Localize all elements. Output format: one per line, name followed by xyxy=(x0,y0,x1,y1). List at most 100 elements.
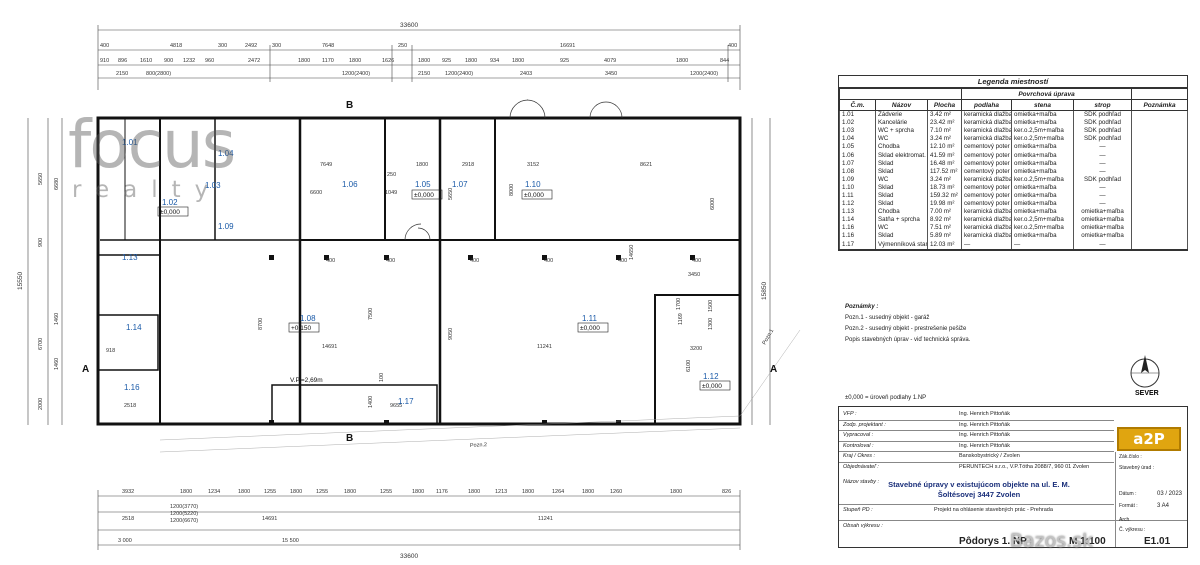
level-vp: V.P.=2,69m xyxy=(290,377,323,384)
top-dim-row3: 2150 800(2800) 1200(2400) 2150 1200(2400… xyxy=(116,71,718,77)
legend-cell: Chodba xyxy=(875,143,928,152)
note-poz2: Pozn.2 xyxy=(470,442,487,449)
level-1-12: ±0,000 xyxy=(702,383,722,390)
legend-cell: ker.o.2,5m+maľba xyxy=(1011,127,1074,136)
legend-cell: — xyxy=(1072,200,1133,209)
drawing-label: Obsah výkresu : xyxy=(843,523,883,529)
legend-cell: 1.01 xyxy=(839,110,876,120)
north-arrow-icon: SEVER xyxy=(1130,355,1160,397)
legend-cell: omietka+maľba xyxy=(1011,119,1074,128)
legend-cell xyxy=(1131,143,1189,152)
legend-cell: omietka+maľba xyxy=(1011,143,1074,152)
room-1-01: 1.01 xyxy=(122,138,138,147)
legend-cell: omietka+maľba xyxy=(1011,151,1074,160)
notes-title: Poznámky : xyxy=(845,304,879,310)
legend-cell: SDK podhľad xyxy=(1072,135,1133,144)
dim-top2: 1800 xyxy=(676,58,688,64)
legend-cell: 1.07 xyxy=(839,159,876,168)
dim-left: 15550 xyxy=(17,272,24,290)
legend-cell: 1.12 xyxy=(839,200,876,209)
legend-cell: 7.00 m² xyxy=(927,208,962,217)
dim-top2: 925 xyxy=(442,58,451,64)
dim-inner: 8621 xyxy=(640,162,652,168)
section-b-bottom: B xyxy=(346,433,353,444)
legend-cell: — xyxy=(1072,159,1133,168)
legend-cell: SDK podhľad xyxy=(1072,119,1133,128)
format-value: 3 A4 xyxy=(1157,503,1170,509)
level-note: ±0,000 = úroveň podlahy 1.NP xyxy=(845,395,927,401)
dim-bottom: 1264 xyxy=(552,489,564,495)
legend-cell: cementový poter xyxy=(961,183,1012,192)
room-1-05: 1.05 xyxy=(415,180,431,189)
dim-bottom: 1255 xyxy=(316,489,328,495)
dim-right: 15850 xyxy=(761,282,768,300)
legend-cell: ker.o.2,5m+maľba xyxy=(1011,216,1074,225)
room-legend: Legenda miestností Povrchová úprava Č.m.… xyxy=(838,75,1189,251)
dim-bottom4: 3 000 xyxy=(118,538,132,544)
legend-header: stena xyxy=(1011,99,1074,111)
legend-cell: keramická dlažba xyxy=(961,110,1012,120)
legend-cell: — xyxy=(1072,167,1133,176)
title-row-label: Zodp. projektant : xyxy=(843,421,886,428)
title-row-label: VFP : xyxy=(843,411,857,417)
dim-inner: 5650 xyxy=(448,188,454,200)
dim-inner: 918 xyxy=(106,348,115,354)
room-1-17: 1.17 xyxy=(398,397,414,406)
dim-bottom: 1800 xyxy=(344,489,356,495)
section-a-right: A xyxy=(770,364,777,375)
legend-cell: 5.89 m² xyxy=(927,232,962,241)
legend-header: strop xyxy=(1072,99,1133,111)
legend-cell: 1.10 xyxy=(839,183,876,192)
room-1-12: 1.12 xyxy=(703,372,719,381)
legend-cell xyxy=(1131,159,1189,168)
room-1-11: 1.11 xyxy=(582,314,598,323)
dim-top3: 2403 xyxy=(520,71,532,77)
stage-label: Stupeň PD : xyxy=(843,507,873,513)
dim-top2: 1800 xyxy=(465,58,477,64)
dim-top2: 1232 xyxy=(183,58,195,64)
dim-top2: 1170 xyxy=(322,58,334,64)
dim-bottom3: 14691 xyxy=(262,516,277,522)
legend-cell xyxy=(1131,216,1189,225)
level-1-11: ±0,000 xyxy=(580,325,600,332)
legend-cell: 18.73 m² xyxy=(927,183,962,192)
legend-cell: 23.42 m² xyxy=(927,119,962,128)
notes-block: Poznámky : Pozn.1 - susedný objekt - gar… xyxy=(845,302,1165,346)
legend-cell: — xyxy=(1011,240,1074,250)
focus-realty-watermark: focus realty xyxy=(68,112,298,242)
legend-cell: Sklad xyxy=(875,200,928,209)
dim-inner: 1500 xyxy=(708,300,714,312)
dim-left: 1460 xyxy=(54,358,60,370)
legend-subtitle: Povrchová úprava xyxy=(960,88,1133,100)
legend-cell xyxy=(1131,183,1189,192)
legend-cell xyxy=(1131,208,1189,217)
legend-cell: omietka+maľba xyxy=(1011,200,1074,209)
dim-inner: 250 xyxy=(387,172,396,178)
title-row-value: Ing. Henrich Pittoňák xyxy=(959,411,1011,417)
legend-cell: — xyxy=(1072,143,1133,152)
legend-cell: SDK podhľad xyxy=(1072,127,1133,136)
legend-cell: ker.o.2,5m+maľba xyxy=(1011,175,1074,184)
legend-table: Povrchová úprava Č.m. Názov Plocha podla… xyxy=(839,88,1189,250)
dim-top: 300 xyxy=(272,43,281,49)
dim-400: 400 xyxy=(470,258,479,264)
legend-cell: omietka+maľba xyxy=(1011,232,1074,241)
dim-top2: 934 xyxy=(490,58,499,64)
room-1-10: 1.10 xyxy=(525,180,541,189)
legend-cell: 117.52 m² xyxy=(927,167,962,176)
dim-inner: 1049 xyxy=(385,190,397,196)
legend-header: Názov xyxy=(875,99,928,111)
legend-cell: 159.32 m² xyxy=(927,191,962,201)
legend-cell: 12.10 m² xyxy=(927,143,962,152)
legend-cell: omietka+maľba xyxy=(1072,216,1133,225)
dim-400: 400 xyxy=(326,258,335,264)
legend-cell: 19.98 m² xyxy=(927,200,962,209)
legend-cell xyxy=(1131,224,1189,233)
building-walls xyxy=(96,116,742,426)
